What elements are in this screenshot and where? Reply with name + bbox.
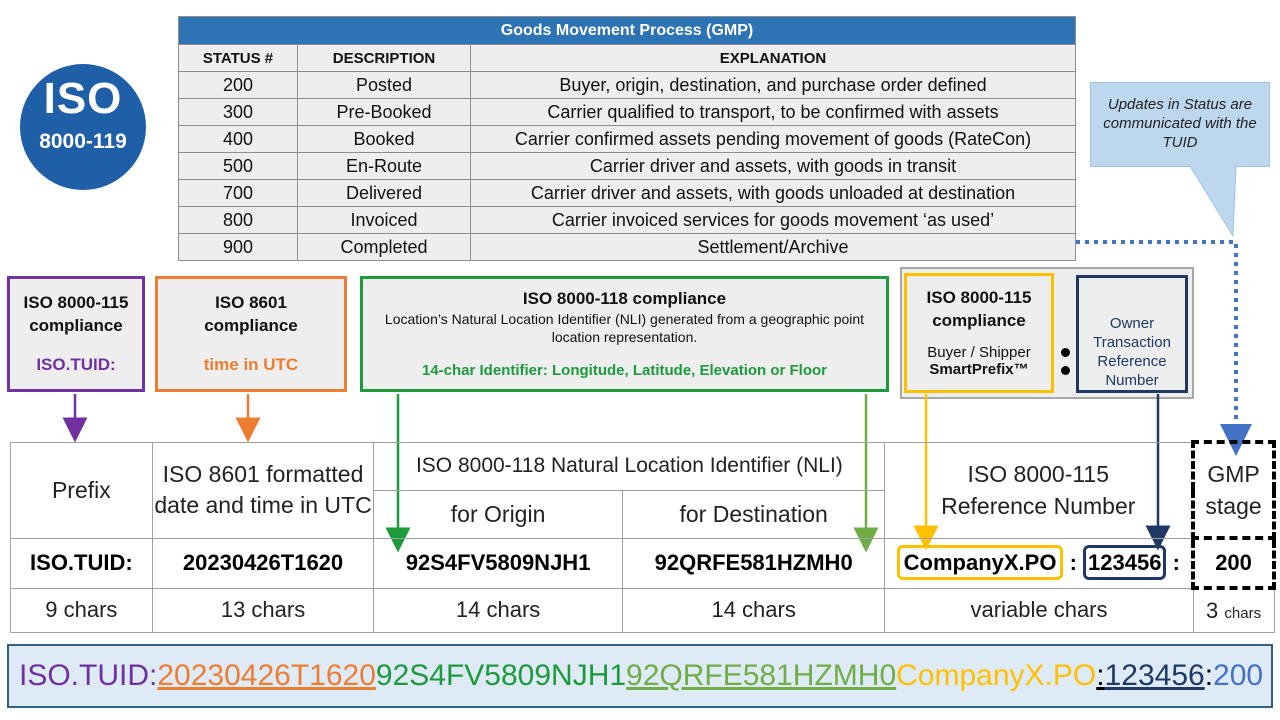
status-code: 200 <box>178 71 298 99</box>
status-code: 500 <box>178 152 298 180</box>
logo-text: ISO <box>43 74 123 123</box>
box-title: ISO 8000-115 compliance <box>926 288 1032 330</box>
value-gmp: 200 <box>1191 536 1276 590</box>
gmp-header-description: DESCRIPTION <box>297 44 471 72</box>
value-reference: CompanyX.PO : 123456 : <box>884 537 1194 589</box>
colon-dot <box>1061 366 1070 375</box>
value-datetime: 20230426T1620 <box>151 537 375 589</box>
count-reference: variable chars <box>884 587 1194 633</box>
iso-8601-box: ISO 8601 compliance time in UTC <box>155 276 347 392</box>
status-explanation: Carrier qualified to transport, to be co… <box>470 98 1076 126</box>
status-explanation: Buyer, origin, destination, and purchase… <box>470 71 1076 99</box>
status-explanation: Carrier invoiced services for goods move… <box>470 206 1076 234</box>
full-tuid-bar: ISO.TUID:20230426T162092S4FV5809NJH192QR… <box>7 644 1273 708</box>
arrow-gmp-dotted <box>1076 240 1252 456</box>
tuid-datetime: 20230426T1620 <box>157 659 376 692</box>
tuid-gmp: 200 <box>1213 659 1264 692</box>
count-gmp: 3 chars <box>1192 587 1275 633</box>
status-description: Completed <box>297 233 471 261</box>
box-title: ISO 8000-115 compliance <box>23 293 129 335</box>
count-datetime: 13 chars <box>151 587 375 633</box>
tuid-company: CompanyX.PO <box>896 659 1097 692</box>
status-explanation: Carrier driver and assets, with goods in… <box>470 152 1076 180</box>
status-code: 700 <box>178 179 298 207</box>
smartprefix-label: SmartPrefix™ <box>929 361 1029 378</box>
tuid-separator: : <box>1096 659 1105 692</box>
gmp-table-title: Goods Movement Process (GMP) <box>178 16 1076 45</box>
status-callout: Updates in Status are communicated with … <box>1090 82 1270 167</box>
callout-tail <box>1189 165 1237 238</box>
status-code: 400 <box>178 125 298 153</box>
tuid-prefix: ISO.TUID: <box>19 659 158 692</box>
colon-dot <box>1061 348 1070 357</box>
count-destination: 14 chars <box>621 587 886 633</box>
logo-number: 8000-119 <box>39 130 127 153</box>
iso-8000-115-prefix-box: ISO 8000-115 compliance Buyer / Shipper … <box>904 273 1054 393</box>
count-gmp-unit: chars <box>1224 605 1262 622</box>
status-code: 900 <box>178 233 298 261</box>
status-description: Booked <box>297 125 471 153</box>
box-subtitle: time in UTC <box>203 355 299 374</box>
value-prefix: ISO.TUID: <box>10 537 153 589</box>
value-ref-number: 123456 <box>1083 545 1167 580</box>
box-title: ISO 8601 compliance <box>204 293 298 335</box>
count-origin: 14 chars <box>373 587 623 633</box>
gmp-status-table: Goods Movement Process (GMP) STATUS # DE… <box>178 16 1076 261</box>
header-nli: ISO 8000-118 Natural Location Identifier… <box>373 441 886 491</box>
owner-reference-box: Owner Transaction Reference Number <box>1076 275 1188 393</box>
count-prefix: 9 chars <box>10 587 153 633</box>
tuid-ref: 123456 <box>1104 659 1205 692</box>
iso-8000-115-box: ISO 8000-115 compliance ISO.TUID: <box>7 276 145 392</box>
tuid-separator: : <box>1204 659 1214 692</box>
status-description: Posted <box>297 71 471 99</box>
status-explanation: Settlement/Archive <box>470 233 1076 261</box>
value-separator: : <box>1172 550 1180 575</box>
box-description: Location’s Natural Location Identifier (… <box>384 311 865 345</box>
gmp-header-explanation: EXPLANATION <box>470 44 1076 72</box>
status-description: En-Route <box>297 152 471 180</box>
header-prefix: Prefix <box>10 441 153 539</box>
iso-logo: ISO 8000-119 <box>20 64 146 190</box>
value-company: CompanyX.PO <box>896 545 1064 580</box>
value-origin: 92S4FV5809NJH1 <box>373 537 623 589</box>
iso-8000-118-box: ISO 8000-118 compliance Location’s Natur… <box>360 276 889 392</box>
value-destination: 92QRFE581HZMH0 <box>621 537 886 589</box>
tuid-destination: 92QRFE581HZMH0 <box>626 659 897 692</box>
status-description: Invoiced <box>297 206 471 234</box>
value-separator: : <box>1069 550 1077 575</box>
box-subtitle: ISO.TUID: <box>36 355 116 374</box>
status-code: 800 <box>178 206 298 234</box>
count-gmp-number: 3 <box>1206 598 1219 623</box>
box-subtitle: 14-char Identifier: Longitude, Latitude,… <box>421 362 828 379</box>
box-title: ISO 8000-118 compliance <box>522 289 727 308</box>
tuid-origin: 92S4FV5809NJH1 <box>375 659 627 692</box>
header-destination: for Destination <box>621 489 886 539</box>
status-explanation: Carrier driver and assets, with goods un… <box>470 179 1076 207</box>
header-reference: ISO 8000-115 Reference Number <box>884 441 1194 539</box>
header-gmp-stage: GMP stage <box>1191 440 1276 540</box>
gmp-header-status: STATUS # <box>178 44 298 72</box>
header-datetime: ISO 8601 formatted date and time in UTC <box>151 441 375 539</box>
status-description: Delivered <box>297 179 471 207</box>
tuid-structure-table: Prefix ISO 8601 formatted date and time … <box>10 440 1276 633</box>
box-line: Buyer / Shipper <box>927 344 1031 361</box>
header-origin: for Origin <box>373 489 623 539</box>
